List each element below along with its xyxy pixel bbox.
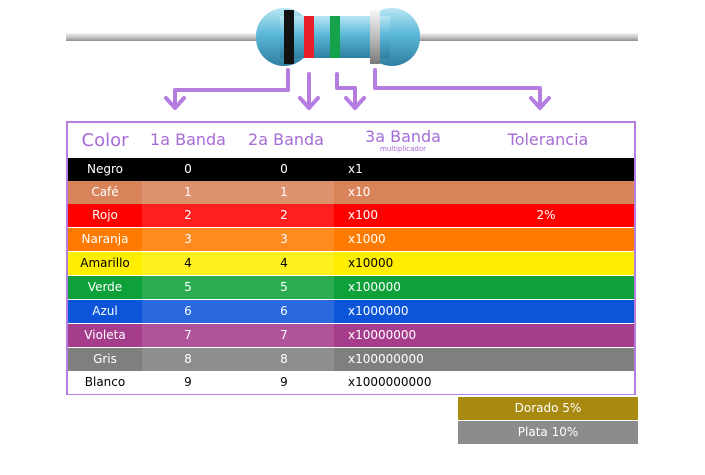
band-2-value: 5	[280, 280, 288, 294]
color-name: Amarillo	[80, 256, 130, 270]
tolerance-value: 2%	[536, 208, 556, 222]
multiplier-value: x1000000000	[348, 375, 432, 389]
band-1-value: 3	[184, 232, 192, 246]
color-name: Azul	[92, 304, 118, 318]
band-2-red	[304, 16, 314, 58]
color-name: Naranja	[81, 232, 129, 246]
tolerance-value	[458, 228, 634, 251]
color-name: Rojo	[92, 208, 118, 222]
color-row: Negro 0 0 x1	[68, 158, 634, 181]
color-row: Gris 8 8 x100000000	[68, 348, 634, 371]
arrow-tolerance	[373, 68, 551, 110]
color-name: Verde	[87, 280, 123, 294]
multiplier-value: x100	[348, 208, 379, 222]
band-3-green	[330, 16, 340, 58]
multiplier-value: x10	[348, 185, 371, 199]
arrow-band-2	[298, 72, 320, 110]
tolerance-value	[458, 252, 634, 275]
header-band-3-sub: multiplicador	[380, 145, 426, 153]
header-tolerance: Tolerancia	[507, 130, 589, 149]
band-1-value: 7	[184, 328, 192, 342]
band-1-value: 5	[184, 280, 192, 294]
resistor-illustration	[66, 8, 638, 110]
band-2-value: 0	[280, 162, 288, 176]
multiplier-value: x100000000	[348, 352, 424, 366]
band-2-value: 1	[280, 185, 288, 199]
band-4-silver	[370, 10, 380, 64]
color-row: Violeta 7 7 x10000000	[68, 324, 634, 347]
tolerance-silver: Plata 10%	[458, 421, 638, 444]
tolerance-value	[458, 276, 634, 299]
band-1-value: 6	[184, 304, 192, 318]
color-row: Amarillo 4 4 x10000	[68, 252, 634, 275]
band-1-value: 8	[184, 352, 192, 366]
band-2-value: 6	[280, 304, 288, 318]
color-row: Naranja 3 3 x1000	[68, 228, 634, 251]
multiplier-value: x1	[348, 162, 363, 176]
tolerance-gold: Dorado 5%	[458, 397, 638, 420]
multiplier-value: x100000	[348, 280, 401, 294]
color-row: Verde 5 5 x100000	[68, 276, 634, 299]
color-name: Violeta	[84, 328, 126, 342]
multiplier-value: x1000000	[348, 304, 409, 318]
header-band-3: 3a Banda	[365, 127, 441, 146]
band-2-value: 9	[280, 375, 288, 389]
color-row: Blanco 9 9 x1000000000	[68, 371, 634, 394]
header-band-2: 2a Banda	[248, 130, 324, 149]
color-name: Gris	[93, 352, 117, 366]
band-1-value: 4	[184, 256, 192, 270]
arrow-band-1	[164, 68, 290, 110]
color-name: Negro	[87, 162, 123, 176]
band-2-value: 4	[280, 256, 288, 270]
tolerance-value	[458, 181, 634, 204]
tolerance-value	[458, 371, 634, 394]
color-code-table	[66, 121, 636, 395]
band-1-value: 0	[184, 162, 192, 176]
color-row: Rojo 2 2 x100 2%	[68, 204, 634, 227]
header-band-1: 1a Banda	[150, 130, 226, 149]
band-1-value: 2	[184, 208, 192, 222]
multiplier-value: x10000000	[348, 328, 417, 342]
band-1-value: 1	[184, 185, 192, 199]
tolerance-value	[458, 158, 634, 181]
arrow-band-3	[335, 72, 366, 110]
band-2-value: 3	[280, 232, 288, 246]
tolerance-value	[458, 324, 634, 347]
color-name: Café	[91, 185, 119, 199]
band-2-value: 2	[280, 208, 288, 222]
header-color: Color	[81, 130, 129, 151]
multiplier-value: x10000	[348, 256, 394, 270]
tolerance-value	[458, 348, 634, 371]
band-2-value: 7	[280, 328, 288, 342]
color-row: Café 1 1 x10	[68, 181, 634, 204]
band-1-black	[284, 10, 294, 64]
band-2-value: 8	[280, 352, 288, 366]
color-row: Azul 6 6 x1000000	[68, 300, 634, 323]
band-1-value: 9	[184, 375, 192, 389]
multiplier-value: x1000	[348, 232, 386, 246]
tolerance-value	[458, 300, 634, 323]
color-name: Blanco	[84, 375, 126, 389]
